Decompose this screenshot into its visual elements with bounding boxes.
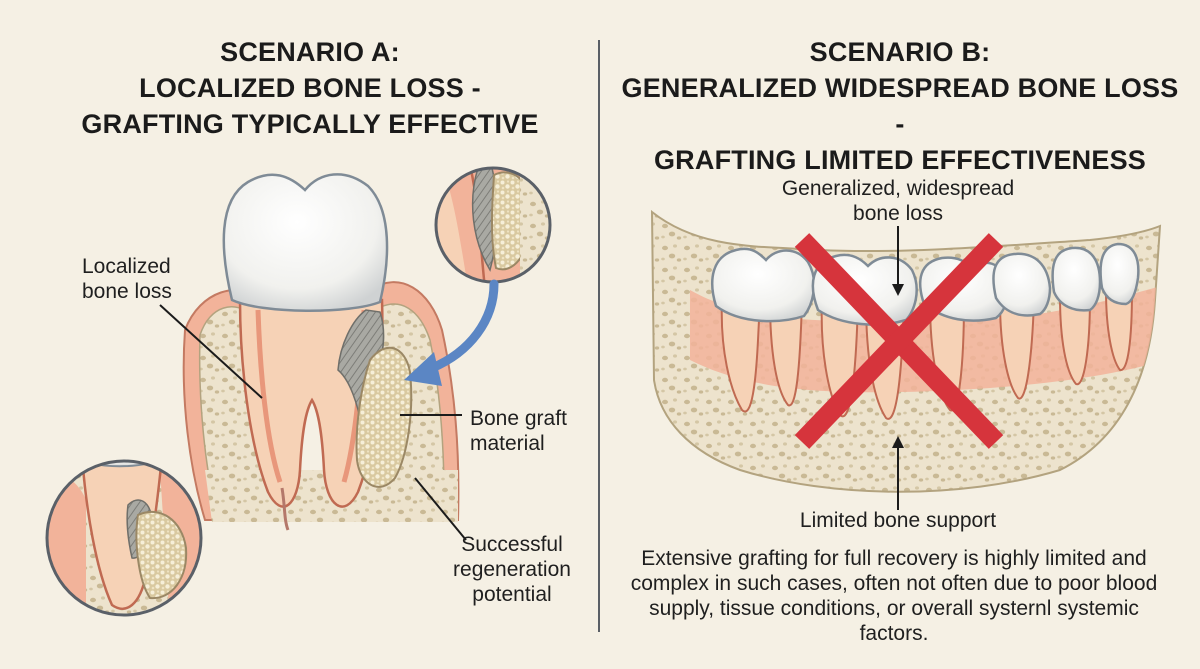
scenario-a-tooth-illustration <box>182 173 460 531</box>
label-generalized-line-1: Generalized, widespread <box>781 177 1015 200</box>
scenario-a-title: SCENARIO A: LOCALIZED BONE LOSS - GRAFTI… <box>40 34 580 142</box>
label-graft-line-1: Bone graft <box>470 407 567 430</box>
label-limited-bone-support: Limited bone support <box>799 509 997 532</box>
label-localized-line-1: Localized <box>82 255 171 278</box>
leader-localized <box>159 304 263 399</box>
label-regeneration-line-1: Successful <box>461 533 563 556</box>
scenario-b-jaw-illustration <box>650 209 1162 493</box>
label-successful-regeneration: Successful regeneration potential <box>432 532 592 607</box>
scenario-b-title-line-1: SCENARIO B: <box>809 37 991 67</box>
label-regeneration-line-2: regeneration <box>453 558 571 581</box>
scenario-b-title-line-3: GRAFTING LIMITED EFFECTIVENESS <box>653 145 1146 175</box>
arrow-limited-support <box>892 436 904 510</box>
label-generalized-line-2: bone loss <box>853 202 943 225</box>
zoom-inset-bottom <box>45 459 203 617</box>
scenario-a-title-line-1: SCENARIO A: <box>220 37 400 67</box>
label-regeneration-line-3: potential <box>472 583 552 606</box>
scenario-b-explanation-note: Extensive grafting for full recovery is … <box>630 547 1158 645</box>
scenario-a-title-line-2: LOCALIZED BONE LOSS - <box>139 73 481 103</box>
label-localized-line-2: bone loss <box>82 280 172 303</box>
label-generalized-bone-loss: Generalized, widespread bone loss <box>758 176 1038 226</box>
zoom-inset-top <box>434 166 552 284</box>
scenario-a-title-line-3: GRAFTING TYPICALLY EFFECTIVE <box>81 109 539 139</box>
scenario-b-title: SCENARIO B: GENERALIZED WIDESPREAD BONE … <box>620 34 1180 178</box>
label-localized-bone-loss: Localized bone loss <box>82 254 172 304</box>
scenario-b-title-line-2: GENERALIZED WIDESPREAD BONE LOSS - <box>621 73 1179 139</box>
not-effective-cross-icon <box>794 233 1004 449</box>
arrow-generalized-loss <box>892 226 904 296</box>
label-graft-line-2: material <box>470 432 545 455</box>
graft-pointer-arrow <box>404 279 499 386</box>
label-bone-graft-material: Bone graft material <box>470 406 567 456</box>
panel-divider <box>598 40 600 632</box>
leader-regeneration <box>414 477 467 541</box>
